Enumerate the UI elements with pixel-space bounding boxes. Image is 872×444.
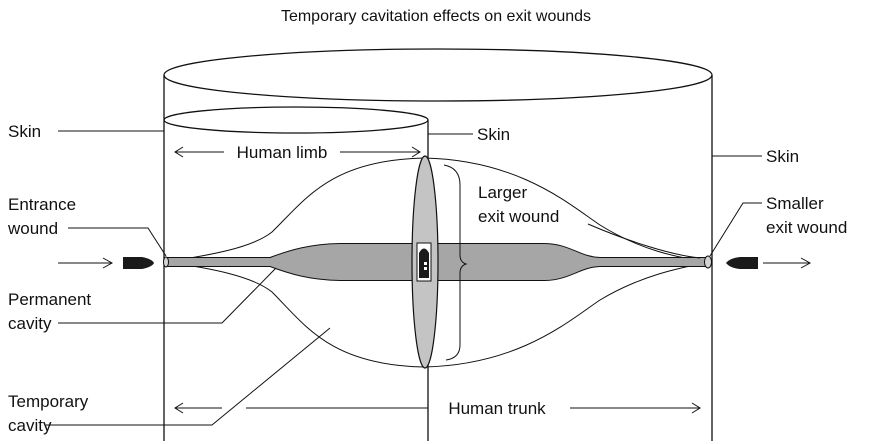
permanent-cavity-label-line2: cavity xyxy=(8,314,52,333)
smaller-exit-wound-label-line2: exit wound xyxy=(766,218,847,237)
temporary-cavity-label-line1: Temporary xyxy=(8,392,89,411)
entrance-wound-label-line2: wound xyxy=(7,219,58,238)
bullet-in-limb xyxy=(417,243,431,281)
limb-top-ellipse xyxy=(164,107,428,133)
skin-middle-label: Skin xyxy=(477,125,510,144)
skin-left-label: Skin xyxy=(8,122,41,141)
permanent-cavity-label-line1: Permanent xyxy=(8,290,91,309)
larger-exit-wound-label-line1: Larger xyxy=(478,183,527,202)
entrance-wound-label-line1: Entrance xyxy=(8,195,76,214)
larger-exit-wound-label-line2: exit wound xyxy=(478,207,559,226)
incoming-bullet-icon xyxy=(58,257,154,269)
entrance-wound-opening xyxy=(164,257,169,267)
smaller-exit-leader xyxy=(710,203,762,256)
smaller-exit-wound-opening xyxy=(705,256,712,268)
temporary-cavity-label-line2: cavity xyxy=(8,416,52,435)
skin-right-label: Skin xyxy=(766,147,799,166)
temporary-cavity-leader xyxy=(46,328,330,425)
human-limb-label: Human limb xyxy=(237,143,328,162)
human-trunk-label: Human trunk xyxy=(448,399,546,418)
larger-exit-leader xyxy=(588,224,700,258)
smaller-exit-wound-label-line1: Smaller xyxy=(766,194,824,213)
human-trunk-dimension xyxy=(175,403,700,413)
diagram-title: Temporary cavitation effects on exit wou… xyxy=(281,8,591,25)
trunk-top-ellipse xyxy=(164,49,712,101)
entrance-wound-leader xyxy=(68,228,166,256)
outgoing-bullet-icon xyxy=(726,257,810,269)
